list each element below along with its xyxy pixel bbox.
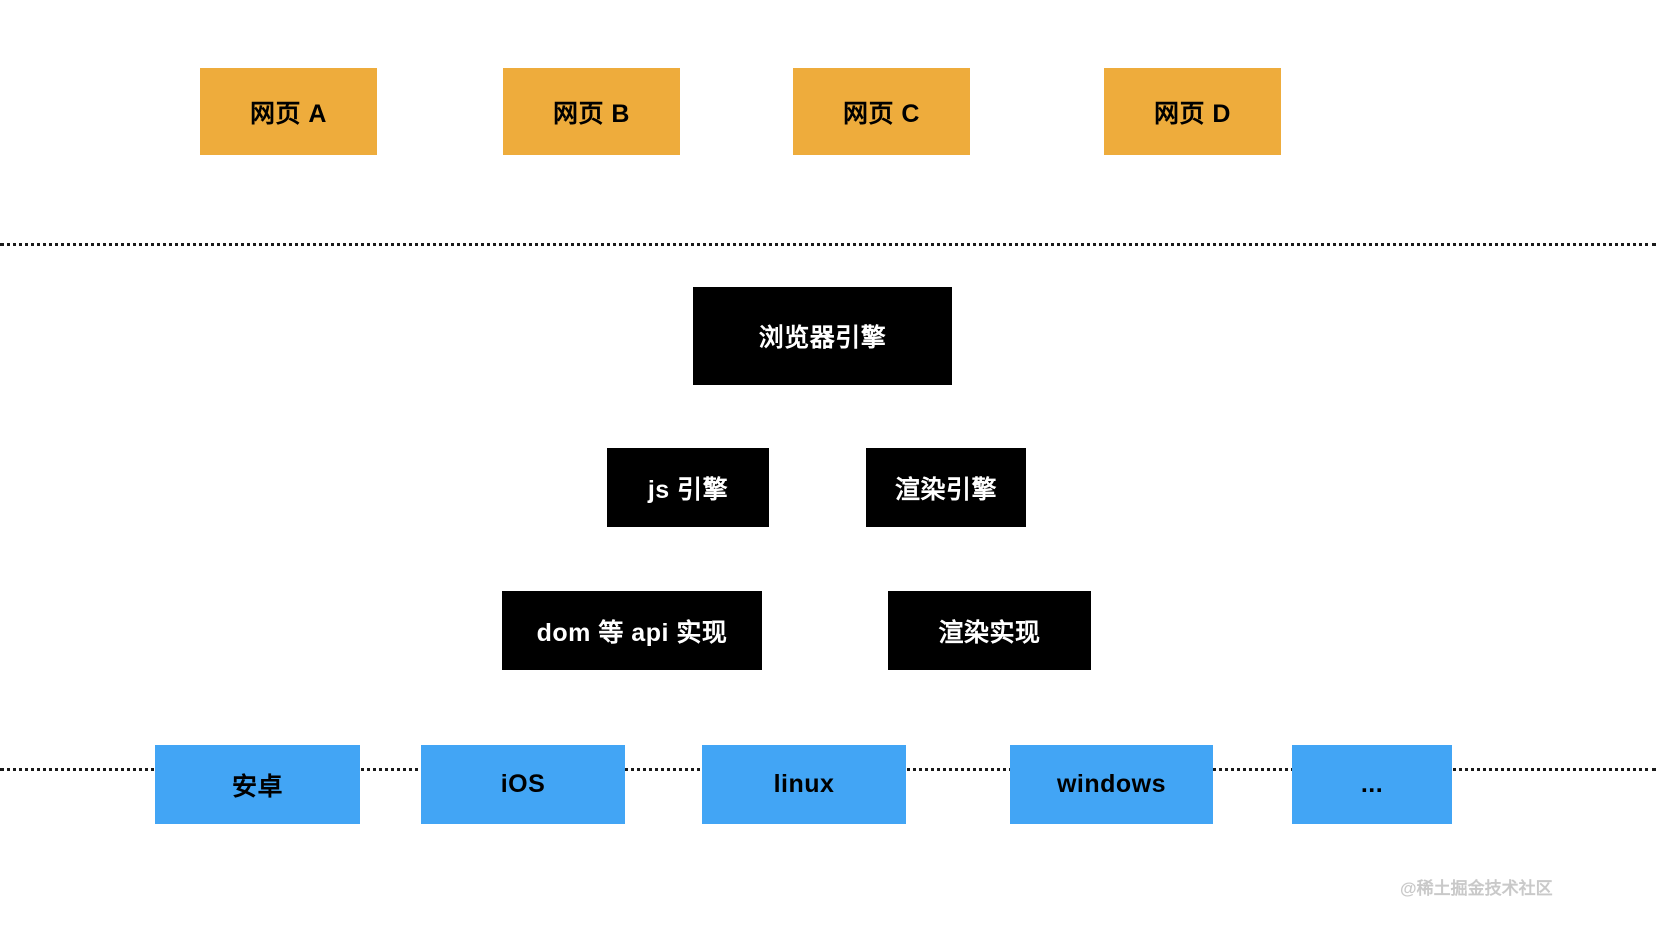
watermark: @稀土掘金技术社区 (1400, 879, 1553, 898)
js-engine-box[interactable]: js 引擎 (607, 448, 769, 527)
os-label: ... (1360, 770, 1384, 798)
os-box-ios[interactable]: iOS (421, 745, 625, 824)
os-box-windows[interactable]: windows (1010, 745, 1213, 824)
os-box-more[interactable]: ... (1292, 745, 1452, 824)
render-impl-label: 渲染实现 (938, 618, 1041, 647)
dom-api-impl-box[interactable]: dom 等 api 实现 (502, 591, 762, 670)
upper-divider (0, 243, 1656, 246)
render-engine-label: 渲染引擎 (894, 475, 997, 504)
os-label: linux (773, 770, 835, 798)
web-page-label: 网页 A (249, 99, 327, 128)
js-engine-label: js 引擎 (647, 475, 729, 504)
os-box-android[interactable]: 安卓 (155, 745, 360, 824)
os-box-linux[interactable]: linux (702, 745, 906, 824)
web-page-label: 网页 B (552, 99, 630, 128)
web-page-box-b[interactable]: 网页 B (503, 68, 680, 155)
dom-api-impl-label: dom 等 api 实现 (536, 618, 728, 647)
browser-engine-box[interactable]: 浏览器引擎 (693, 287, 952, 385)
web-page-label: 网页 D (1153, 99, 1231, 128)
web-page-box-d[interactable]: 网页 D (1104, 68, 1281, 155)
web-page-box-a[interactable]: 网页 A (200, 68, 377, 155)
os-label: iOS (500, 770, 546, 798)
os-label: windows (1056, 770, 1167, 798)
browser-engine-label: 浏览器引擎 (758, 324, 887, 352)
render-impl-box[interactable]: 渲染实现 (888, 591, 1091, 670)
os-label: 安卓 (231, 772, 283, 801)
web-page-box-c[interactable]: 网页 C (793, 68, 970, 155)
web-page-label: 网页 C (842, 99, 920, 128)
render-engine-box[interactable]: 渲染引擎 (866, 448, 1026, 527)
